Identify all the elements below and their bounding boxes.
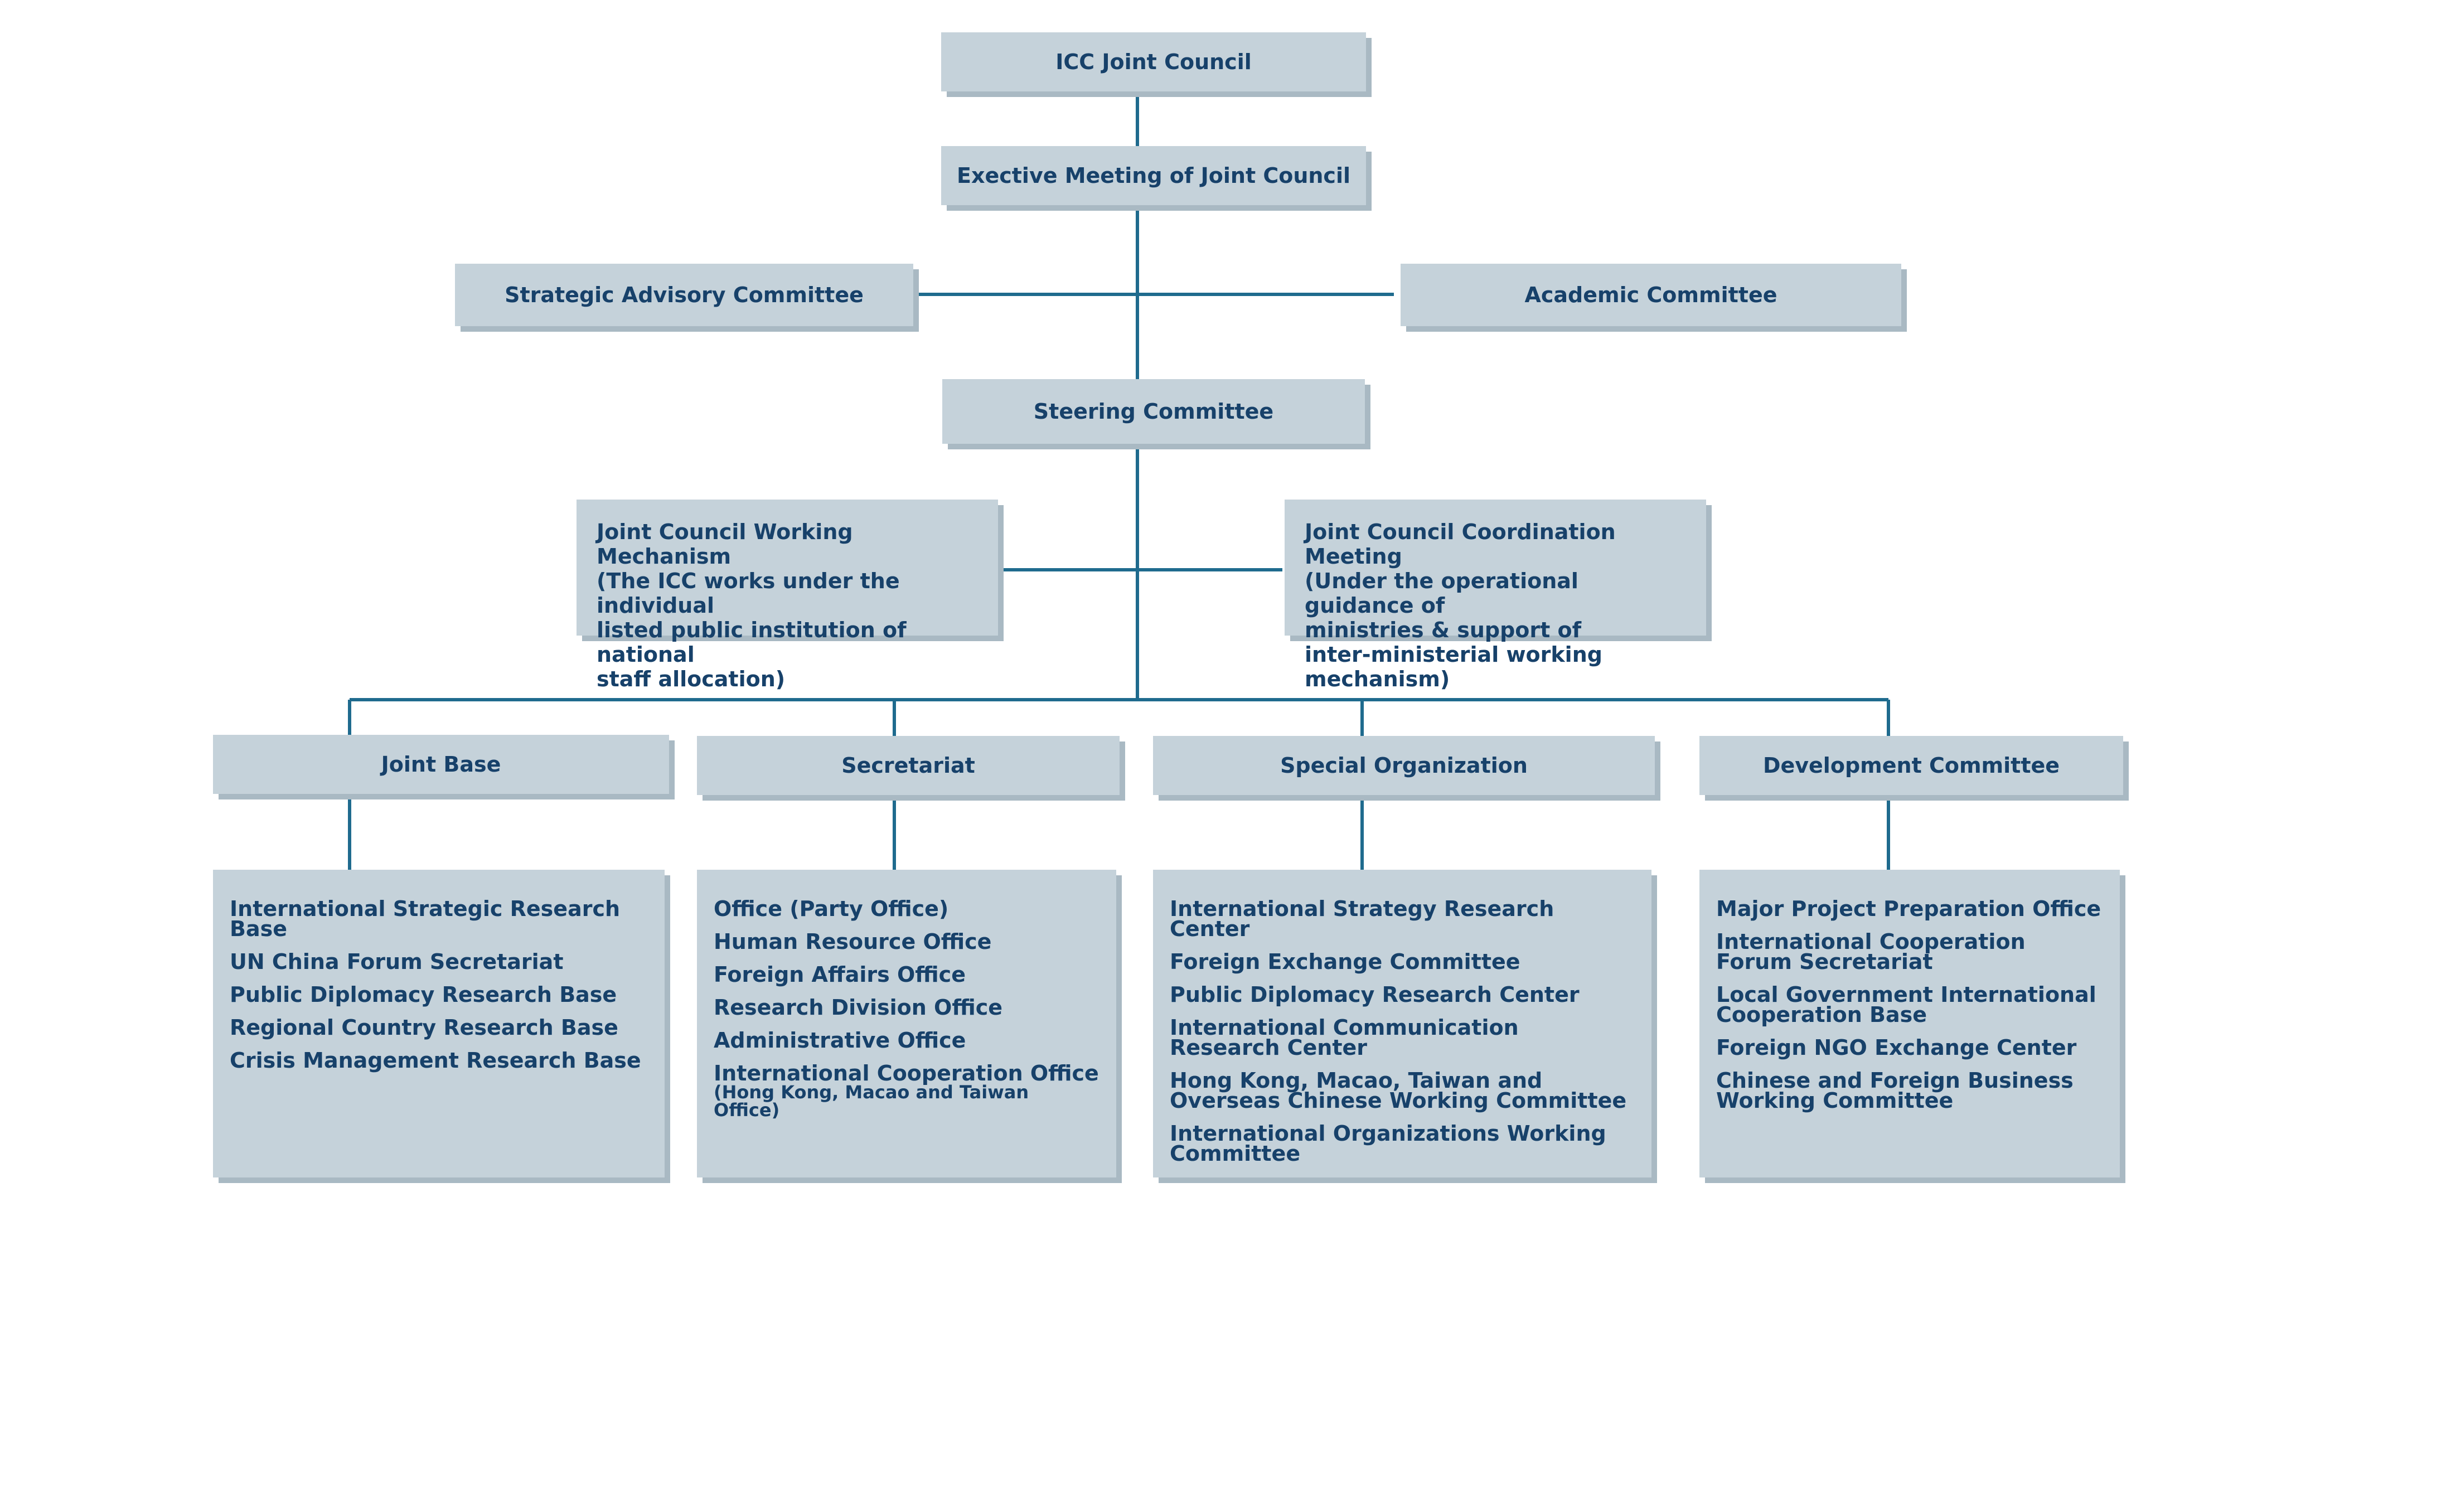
- list-item-text: Foreign NGO Exchange Center: [1716, 1035, 2077, 1060]
- list-item-note: (Hong Kong, Macao and Taiwan Office): [714, 1082, 1029, 1121]
- list-item: Human Resource Office: [714, 929, 1099, 954]
- list-item: Public Diplomacy Research Base: [230, 982, 648, 1007]
- node-label: Exective Meeting of Joint Council: [956, 163, 1351, 188]
- branch-title: Development Committee: [1762, 753, 2060, 778]
- list-item: Research Division Office: [714, 995, 1099, 1020]
- icc-joint-council-box: ICC Joint Council: [941, 32, 1366, 91]
- branch-header-special-organization: Special Organization: [1153, 736, 1655, 795]
- list-item: International Strategic Research Base: [230, 896, 648, 941]
- list-item-text: International Strategy Research Center: [1170, 896, 1554, 941]
- list-item: International Cooperation Office(Hong Ko…: [714, 1063, 1099, 1119]
- list-item-text: Crisis Management Research Base: [230, 1048, 641, 1073]
- list-item-text: Human Resource Office: [714, 929, 992, 954]
- branch-title: Special Organization: [1280, 753, 1528, 778]
- branch-header-development-committee: Development Committee: [1699, 736, 2123, 795]
- node-label: ICC Joint Council: [1055, 50, 1252, 74]
- list-item: Public Diplomacy Research Center: [1170, 982, 1635, 1007]
- branch-list-secretariat: Office (Party Office) Human Resource Offi…: [697, 870, 1116, 1177]
- node-label: Steering Committee: [1033, 399, 1274, 424]
- list-item-text: International Communication Research Cen…: [1170, 1015, 1519, 1060]
- branch-list-joint-base: International Strategic Research Base UN …: [213, 870, 665, 1177]
- node-label: Academic Committee: [1524, 283, 1777, 307]
- node-label: Strategic Advisory Committee: [505, 283, 864, 307]
- list-item-text: International Cooperation Office: [714, 1061, 1099, 1085]
- list-item: International Cooperation Forum Secretar…: [1716, 929, 2103, 974]
- list-item: UN China Forum Secretariat: [230, 949, 648, 974]
- list-item-text: Regional Country Research Base: [230, 1015, 618, 1040]
- list-item-text: Public Diplomacy Research Base: [230, 982, 617, 1007]
- list-item-text: International Strategic Research Base: [230, 896, 621, 941]
- list-item-text: Chinese and Foreign Business Working Com…: [1716, 1068, 2074, 1113]
- steering-committee-box: Steering Committee: [942, 379, 1365, 444]
- branch-title: Secretariat: [841, 753, 975, 778]
- list-item: Crisis Management Research Base: [230, 1048, 648, 1073]
- academic-committee-box: Academic Committee: [1401, 264, 1901, 326]
- list-item: Foreign Exchange Committee: [1170, 949, 1635, 974]
- list-item: Chinese and Foreign Business Working Com…: [1716, 1070, 2103, 1111]
- working-mechanism-box: Joint Council Working Mechanism (The ICC…: [577, 500, 998, 691]
- coordination-meeting-box: Joint Council Coordination Meeting (Unde…: [1285, 500, 1706, 691]
- list-item: Hong Kong, Macao, Taiwan and Overseas Ch…: [1170, 1070, 1635, 1111]
- list-item-text: Hong Kong, Macao, Taiwan and Overseas Ch…: [1170, 1068, 1627, 1113]
- list-item-text: Research Division Office: [714, 995, 1002, 1020]
- strategic-advisory-committee-box: Strategic Advisory Committee: [455, 264, 913, 326]
- list-item-text: Administrative Office: [714, 1028, 966, 1053]
- branch-items: International Strategic Research Base UN …: [213, 870, 665, 1073]
- branch-title: Joint Base: [381, 752, 501, 777]
- list-item-text: Office (Party Office): [714, 896, 949, 921]
- list-item: Major Project Preparation Office: [1716, 896, 2103, 921]
- branch-items: Office (Party Office) Human Resource Offi…: [697, 870, 1116, 1119]
- list-item-text: Foreign Exchange Committee: [1170, 949, 1520, 974]
- list-item: Foreign NGO Exchange Center: [1716, 1035, 2103, 1060]
- list-item: International Organizations Working Comm…: [1170, 1123, 1635, 1164]
- list-item-text: Foreign Affairs Office: [714, 962, 966, 987]
- list-item-text: International Organizations Working Comm…: [1170, 1121, 1606, 1166]
- list-item-text: Public Diplomacy Research Center: [1170, 982, 1580, 1007]
- list-item: International Communication Research Cen…: [1170, 1017, 1635, 1058]
- list-item-text: International Cooperation Forum Secretar…: [1716, 929, 2026, 974]
- list-item: International Strategy Research Center: [1170, 896, 1635, 941]
- list-item: Regional Country Research Base: [230, 1017, 648, 1038]
- branch-header-secretariat: Secretariat: [697, 736, 1120, 795]
- list-item: Foreign Affairs Office: [714, 962, 1099, 987]
- list-item-text: Major Project Preparation Office: [1716, 896, 2101, 921]
- list-item: Local Government International Cooperati…: [1716, 982, 2103, 1027]
- list-item: Office (Party Office): [714, 896, 1099, 921]
- list-item: Administrative Office: [714, 1028, 1099, 1053]
- branch-header-joint-base: Joint Base: [213, 735, 669, 794]
- list-item-text: UN China Forum Secretariat: [230, 949, 564, 974]
- executive-meeting-box: Exective Meeting of Joint Council: [941, 146, 1366, 205]
- list-item-text: Local Government International Cooperati…: [1716, 982, 2096, 1027]
